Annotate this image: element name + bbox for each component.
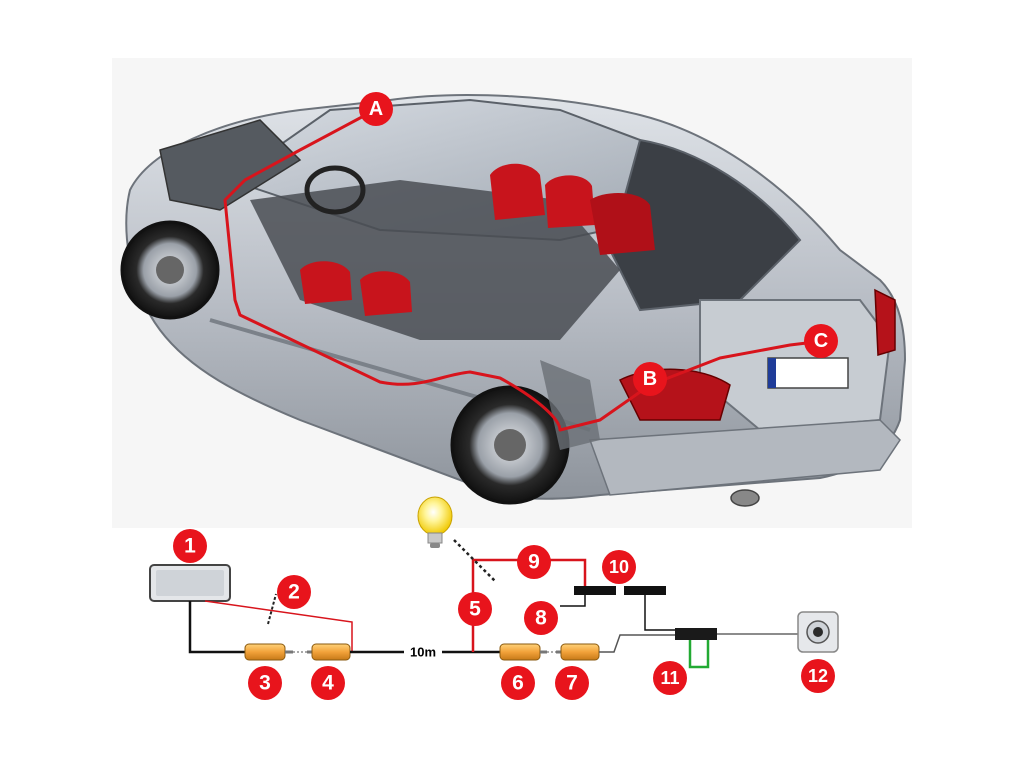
badge-12: 12 xyxy=(801,659,835,693)
svg-text:12: 12 xyxy=(808,666,828,686)
svg-text:5: 5 xyxy=(469,598,481,621)
route-marker-c: C xyxy=(804,324,838,358)
badge-9: 9 xyxy=(517,545,551,579)
badge-3: 3 xyxy=(248,666,282,700)
svg-text:A: A xyxy=(369,98,383,120)
rca-connector-7 xyxy=(556,643,600,661)
badge-8: 8 xyxy=(524,601,558,635)
power-wire-monitor xyxy=(204,600,353,652)
car-cutaway-illustration xyxy=(112,58,912,528)
svg-text:10: 10 xyxy=(609,557,629,577)
badge-4: 4 xyxy=(311,666,345,700)
route-marker-a: A xyxy=(359,92,393,126)
camera-icon xyxy=(797,611,839,653)
video-cable-monitor xyxy=(188,601,245,654)
badge-5: 5 xyxy=(458,592,492,626)
camera-cable-in xyxy=(599,634,675,653)
badge-6: 6 xyxy=(501,666,535,700)
svg-text:11: 11 xyxy=(660,668,679,688)
wire-lead-8 xyxy=(574,586,616,595)
wire-lead-10 xyxy=(624,586,666,595)
power-wire-tick xyxy=(267,593,277,625)
fuse-tick-bulb xyxy=(453,539,497,583)
badge-2: 2 xyxy=(277,575,311,609)
svg-text:6: 6 xyxy=(512,672,524,695)
svg-text:2: 2 xyxy=(288,581,300,604)
svg-text:7: 7 xyxy=(566,672,578,695)
svg-text:4: 4 xyxy=(322,672,334,695)
route-marker-b: B xyxy=(633,362,667,396)
badge-7: 7 xyxy=(555,666,589,700)
rca-connector-3 xyxy=(244,643,293,661)
badge-11: 11 xyxy=(653,661,687,695)
power-wire-lead xyxy=(560,590,586,607)
rca-connector-4 xyxy=(307,643,351,661)
svg-text:9: 9 xyxy=(528,551,540,574)
badge-10: 10 xyxy=(602,550,636,584)
cable-length-label: 10m xyxy=(410,645,436,660)
svg-text:3: 3 xyxy=(259,672,271,695)
svg-text:1: 1 xyxy=(184,535,196,558)
svg-text:8: 8 xyxy=(535,607,547,630)
svg-text:B: B xyxy=(643,368,657,390)
cable-route-path xyxy=(223,108,816,432)
rca-connector-6 xyxy=(499,643,547,661)
lead-10-to-junction xyxy=(644,595,680,631)
badge-1: 1 xyxy=(173,529,207,563)
light-bulb-icon xyxy=(417,496,453,548)
junction-box-icon xyxy=(675,628,717,669)
svg-text:C: C xyxy=(814,330,828,352)
monitor-icon xyxy=(149,564,231,602)
